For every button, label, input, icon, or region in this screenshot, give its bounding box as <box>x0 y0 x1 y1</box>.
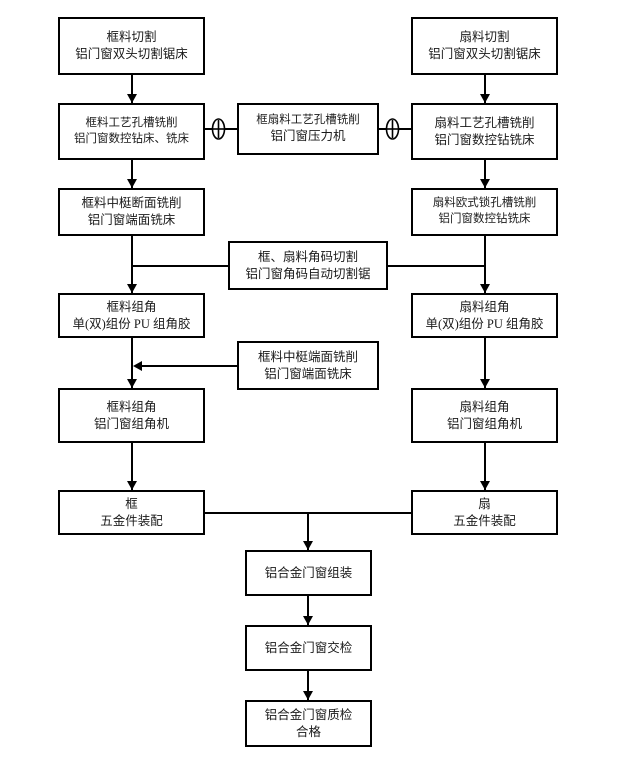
node-sash-hole-line1: 扇料工艺孔槽铣削 <box>434 115 535 130</box>
link-right-junction-to-sash-hole <box>398 128 411 130</box>
arrow-handover-to-qc <box>303 691 313 700</box>
arrow-sash-cut-to-hole <box>480 94 490 103</box>
link-press-to-right-junction <box>379 128 391 130</box>
link-frame-hole-to-junction <box>205 128 218 130</box>
node-sash-hardware-line1: 扇 <box>478 496 491 511</box>
link-corner-key-to-right-column <box>388 265 485 267</box>
node-mullion-end-mill-line1: 框料中梃端面铣削 <box>257 349 358 364</box>
node-sash-lock[interactable]: 扇料欧式锁孔槽铣削 铝门窗数控钻铣床 <box>411 188 558 236</box>
node-frame-mullion-line1: 框料中梃断面铣削 <box>81 196 182 211</box>
node-sash-cut-line1: 扇料切割 <box>459 30 510 45</box>
arrow-sash-corner-pu-to-corner-machine <box>480 379 490 388</box>
link-mullion-end-to-frame-corner-machine <box>142 365 237 367</box>
arrow-sash-corner-machine-to-hw <box>480 481 490 490</box>
node-corner-key-cut-line2: 铝门窗角码自动切割锯 <box>245 266 371 281</box>
node-sash-corner-pu-line1: 扇料组角 <box>459 299 510 314</box>
node-assembly[interactable]: 铝合金门窗组装 <box>245 550 372 596</box>
node-sash-corner-machine-line2: 铝门窗组角机 <box>446 416 522 431</box>
arrow-frame-corner-pu-to-corner-machine <box>127 379 137 388</box>
node-frame-hardware-line1: 框 <box>125 496 138 511</box>
node-assembly-line1: 铝合金门窗组装 <box>264 565 353 580</box>
node-sash-hardware-line2: 五金件装配 <box>453 513 516 528</box>
node-quality-check[interactable]: 铝合金门窗质检 合格 <box>245 700 372 747</box>
arrow-frame-mullion-to-corner-pu <box>127 284 137 293</box>
edge-sash-corner-pu-to-corner-machine <box>484 338 486 388</box>
node-frame-hole-line1: 框料工艺孔槽铣削 <box>85 116 178 129</box>
arrow-frame-cut-to-hole <box>127 94 137 103</box>
right-junction-icon[interactable] <box>385 118 400 140</box>
node-frame-cut-line1: 框料切割 <box>106 30 157 45</box>
node-press-machine-line2: 铝门窗压力机 <box>270 129 346 144</box>
node-sash-hardware[interactable]: 扇 五金件装配 <box>411 490 558 535</box>
node-frame-corner-machine-line1: 框料组角 <box>106 399 157 414</box>
node-press-machine[interactable]: 框扇料工艺孔槽铣削 铝门窗压力机 <box>237 103 379 155</box>
link-frame-hw-to-merge <box>205 512 309 514</box>
node-sash-corner-machine[interactable]: 扇料组角 铝门窗组角机 <box>411 388 558 443</box>
arrow-assembly-to-handover <box>303 616 313 625</box>
node-corner-key-cut[interactable]: 框、扇料角码切割 铝门窗角码自动切割锯 <box>228 241 388 290</box>
node-frame-corner-pu-line2: 单(双)组份 PU 组角胶 <box>72 316 191 331</box>
node-handover-inspection[interactable]: 铝合金门窗交检 <box>245 625 372 671</box>
node-frame-corner-machine[interactable]: 框料组角 铝门窗组角机 <box>58 388 205 443</box>
node-frame-corner-machine-line2: 铝门窗组角机 <box>93 416 169 431</box>
node-frame-hole[interactable]: 框料工艺孔槽铣削 铝门窗数控钻床、铣床 <box>58 103 205 160</box>
node-sash-corner-pu[interactable]: 扇料组角 单(双)组份 PU 组角胶 <box>411 293 558 338</box>
node-frame-mullion[interactable]: 框料中梃断面铣削 铝门窗端面铣床 <box>58 188 205 236</box>
arrow-sash-hole-to-lock <box>480 179 490 188</box>
node-sash-lock-line1: 扇料欧式锁孔槽铣削 <box>432 197 537 210</box>
edge-sash-lock-to-corner-pu <box>484 236 486 293</box>
edge-frame-hole-to-mullion <box>131 160 133 188</box>
node-sash-hole[interactable]: 扇料工艺孔槽铣削 铝门窗数控钻铣床 <box>411 103 558 160</box>
node-frame-corner-pu-line1: 框料组角 <box>106 299 157 314</box>
node-quality-check-line2: 合格 <box>295 724 321 739</box>
node-sash-lock-line2: 铝门窗数控钻铣床 <box>438 213 531 225</box>
edge-frame-mullion-to-corner-pu <box>131 236 133 293</box>
node-quality-check-line1: 铝合金门窗质检 <box>264 707 353 722</box>
node-sash-corner-pu-line2: 单(双)组份 PU 组角胶 <box>425 316 544 331</box>
node-handover-inspection-line1: 铝合金门窗交检 <box>264 640 353 655</box>
node-press-machine-line1: 框扇料工艺孔槽铣削 <box>256 113 360 126</box>
edge-merge-to-assembly <box>307 512 309 550</box>
node-frame-hardware[interactable]: 框 五金件装配 <box>58 490 205 535</box>
edge-sash-corner-machine-to-hw <box>484 443 486 490</box>
node-sash-cut-line2: 铝门窗双头切割锯床 <box>428 47 541 61</box>
node-sash-corner-machine-line1: 扇料组角 <box>459 399 510 414</box>
edge-frame-cut-to-hole <box>131 75 133 103</box>
node-mullion-end-mill[interactable]: 框料中梃端面铣削 铝门窗端面铣床 <box>237 341 379 390</box>
left-junction-icon[interactable] <box>211 118 226 140</box>
node-frame-hardware-line2: 五金件装配 <box>100 513 163 528</box>
arrow-frame-corner-machine-to-hw <box>127 481 137 490</box>
node-frame-cut-line2: 铝门窗双头切割锯床 <box>75 47 188 61</box>
arrow-frame-hole-to-mullion <box>127 179 137 188</box>
node-corner-key-cut-line1: 框、扇料角码切割 <box>257 249 358 264</box>
edge-handover-to-qc <box>307 671 309 700</box>
node-frame-hole-line2: 铝门窗数控钻床、铣床 <box>74 132 189 145</box>
edge-frame-corner-pu-to-corner-machine <box>131 338 133 388</box>
link-junction-to-press <box>224 128 238 130</box>
node-sash-cut[interactable]: 扇料切割 铝门窗双头切割锯床 <box>411 17 558 75</box>
link-corner-key-to-left-column <box>131 265 229 267</box>
link-sash-hw-to-merge <box>308 512 411 514</box>
node-frame-corner-pu[interactable]: 框料组角 单(双)组份 PU 组角胶 <box>58 293 205 338</box>
node-frame-mullion-line2: 铝门窗端面铣床 <box>87 213 176 227</box>
node-sash-hole-line2: 铝门窗数控钻铣床 <box>434 132 535 147</box>
edge-sash-cut-to-hole <box>484 75 486 103</box>
node-frame-cut[interactable]: 框料切割 铝门窗双头切割锯床 <box>58 17 205 75</box>
edge-assembly-to-handover <box>307 596 309 625</box>
arrow-mullion-end-to-frame-corner-machine <box>133 361 142 371</box>
arrow-sash-lock-to-corner-pu <box>480 284 490 293</box>
edge-sash-hole-to-lock <box>484 160 486 188</box>
node-mullion-end-mill-line2: 铝门窗端面铣床 <box>264 366 352 381</box>
edge-frame-corner-machine-to-hw <box>131 443 133 490</box>
arrow-merge-to-assembly <box>303 541 313 550</box>
